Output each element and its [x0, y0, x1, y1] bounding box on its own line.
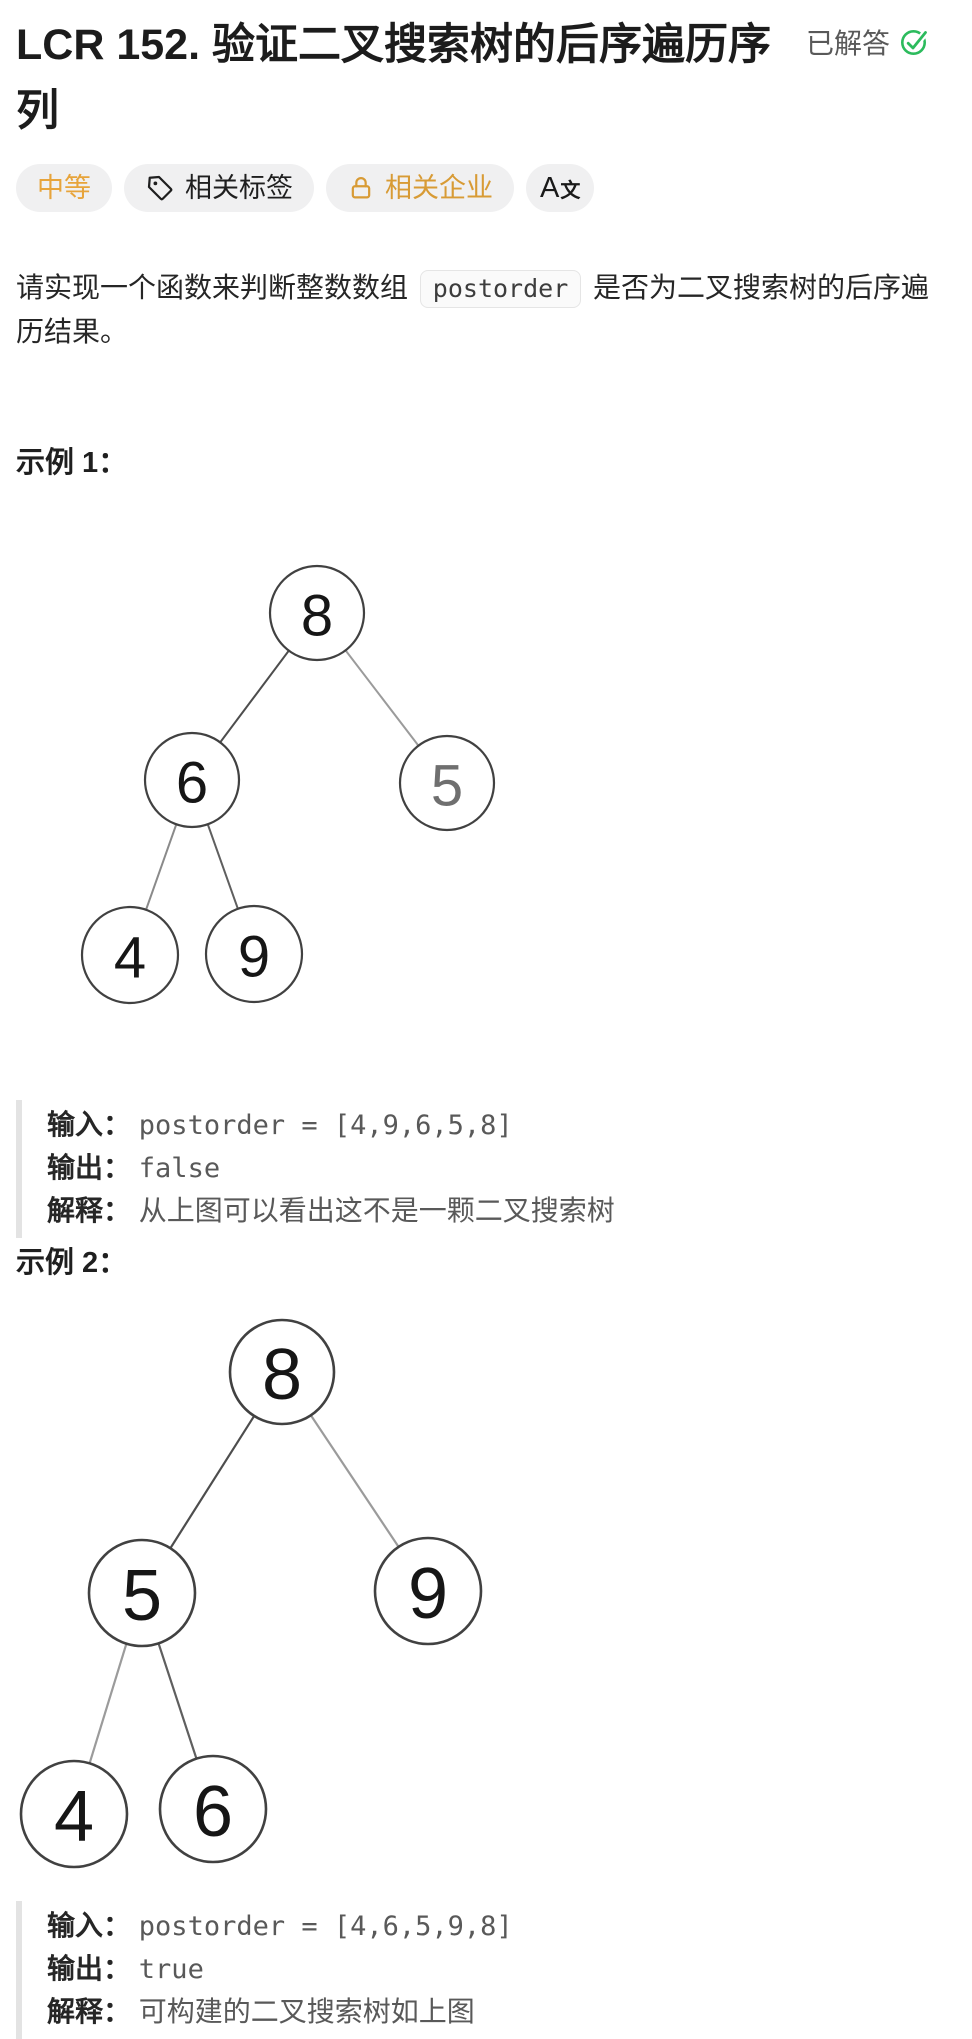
svg-text:8: 8: [262, 1335, 302, 1415]
difficulty-label: 中等: [37, 172, 91, 203]
example-1-heading: 示例 1：: [16, 447, 128, 479]
example-2-output-row: 输出： true: [47, 1948, 956, 1991]
lock-icon: [347, 174, 375, 202]
svg-text:8: 8: [301, 584, 333, 649]
solved-status-badge[interactable]: 已解答: [806, 22, 931, 62]
example-1-input-row: 输入： postorder = [4,9,6,5,8]: [47, 1104, 956, 1147]
explanation-value: 可构建的二叉搜索树如上图: [138, 1996, 475, 2027]
related-tags-label: 相关标签: [185, 172, 293, 203]
statement-text-after: 是否为二叉搜索树的后序遍历结果。: [16, 272, 930, 347]
example-1-explanation-row: 解释： 从上图可以看出这不是一颗二叉搜索树: [47, 1190, 956, 1232]
example-2-io-block: 输入： postorder = [4,6,5,9,8] 输出： true 解释：…: [16, 1901, 956, 2039]
difficulty-badge[interactable]: 中等: [16, 164, 112, 212]
svg-text:6: 6: [176, 751, 208, 816]
input-label: 输入：: [47, 1109, 132, 1140]
svg-text:4: 4: [54, 1777, 94, 1857]
related-tags-button[interactable]: 相关标签: [124, 164, 314, 212]
page-title: LCR 152. 验证二叉搜索树的后序遍历序列: [16, 21, 771, 135]
input-value: postorder = [4,9,6,5,8]: [138, 1110, 513, 1141]
svg-text:5: 5: [122, 1556, 162, 1636]
output-value: false: [138, 1153, 221, 1184]
input-label: 输入：: [47, 1910, 132, 1941]
svg-text:9: 9: [408, 1554, 448, 1634]
output-label: 输出：: [47, 1152, 132, 1183]
svg-text:5: 5: [431, 754, 463, 819]
example-2-input-row: 输入： postorder = [4,6,5,9,8]: [47, 1905, 956, 1948]
example-1-tree-figure: 8 6 5 4 9: [80, 564, 496, 1005]
explanation-label: 解释：: [47, 1195, 132, 1226]
example-2-tree-figure: 8 5 9 4 6: [19, 1318, 483, 1869]
inline-code-postorder: postorder: [419, 270, 582, 308]
text-options-button[interactable]: A文: [526, 164, 595, 212]
solved-status-label: 已解答: [806, 28, 891, 59]
problem-header: LCR 152. 验证二叉搜索树的后序遍历序列 已解答: [16, 0, 956, 144]
statement-text-before: 请实现一个函数来判断整数数组: [16, 272, 409, 303]
example-1-output-row: 输出： false: [47, 1147, 956, 1190]
input-value: postorder = [4,6,5,9,8]: [138, 1911, 513, 1942]
example-2-explanation-row: 解释： 可构建的二叉搜索树如上图: [47, 1991, 956, 2033]
explanation-value: 从上图可以看出这不是一颗二叉搜索树: [138, 1195, 615, 1226]
check-circle-icon: [899, 26, 931, 58]
output-label: 输出：: [47, 1953, 132, 1984]
explanation-label: 解释：: [47, 1996, 132, 2027]
svg-text:4: 4: [114, 926, 146, 991]
svg-text:9: 9: [238, 925, 270, 990]
meta-tags-row: 中等 相关标签 相关企业 A文: [16, 164, 956, 212]
related-companies-button[interactable]: 相关企业: [326, 164, 514, 212]
tag-icon: [145, 173, 175, 203]
related-companies-label: 相关企业: [385, 172, 493, 203]
problem-statement: 请实现一个函数来判断整数数组 postorder 是否为二叉搜索树的后序遍历结果…: [16, 266, 954, 354]
example-2-heading: 示例 2：: [16, 1247, 128, 1279]
output-value: true: [138, 1954, 204, 1985]
example-1-io-block: 输入： postorder = [4,9,6,5,8] 输出： false 解释…: [16, 1100, 956, 1238]
svg-text:6: 6: [193, 1772, 233, 1852]
font-size-icon: A文: [540, 171, 581, 204]
